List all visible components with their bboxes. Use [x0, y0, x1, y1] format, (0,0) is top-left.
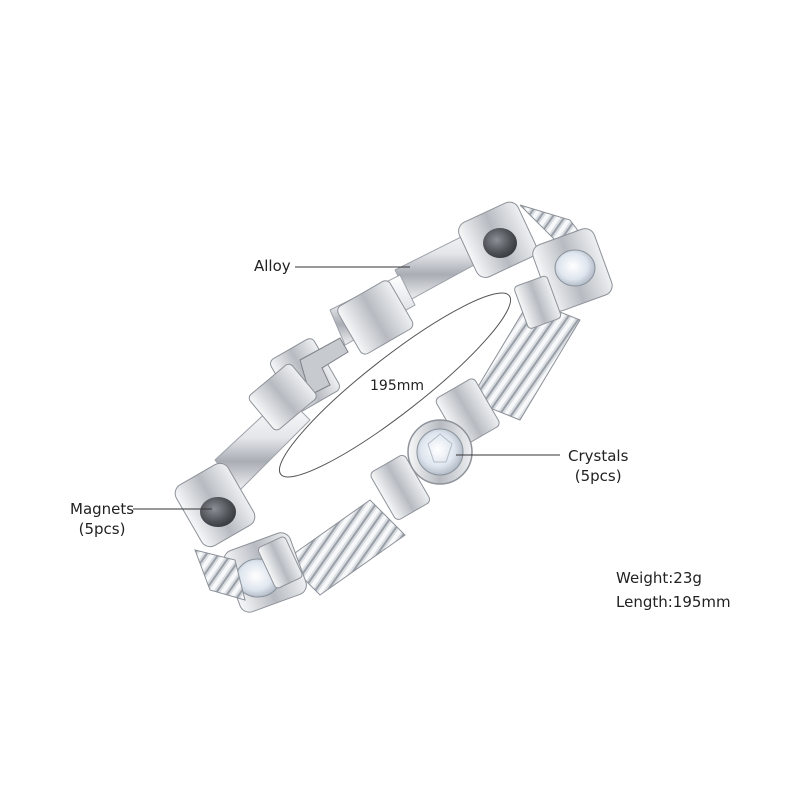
crystal-link-center [407, 419, 473, 485]
specs-block: Weight:23g Length:195mm [616, 566, 731, 614]
dimension-ellipse [278, 292, 512, 478]
length-spec: Length:195mm [616, 593, 731, 611]
magnets-label-count: (5pcs) [78, 520, 126, 539]
alloy-label: Alloy [254, 257, 291, 275]
crystals-label-count: (5pcs) [574, 467, 622, 486]
magnet-link-upper [458, 201, 537, 278]
crystal-link-lower [194, 532, 307, 613]
alloy-links-lower [214, 363, 317, 491]
magnet-link-lower [174, 462, 256, 548]
crystals-label: Crystals (5pcs) [568, 446, 628, 487]
crystals-label-title: Crystals [568, 447, 629, 465]
dimension-label: 195mm [370, 378, 424, 394]
magnets-label-title: Magnets [70, 500, 135, 518]
magnets-label: Magnets (5pcs) [70, 499, 134, 540]
rope-section-lower [284, 499, 406, 596]
weight-spec: Weight:23g [616, 569, 702, 587]
leader-lines [133, 266, 560, 510]
crystal-link-upper [514, 228, 613, 329]
